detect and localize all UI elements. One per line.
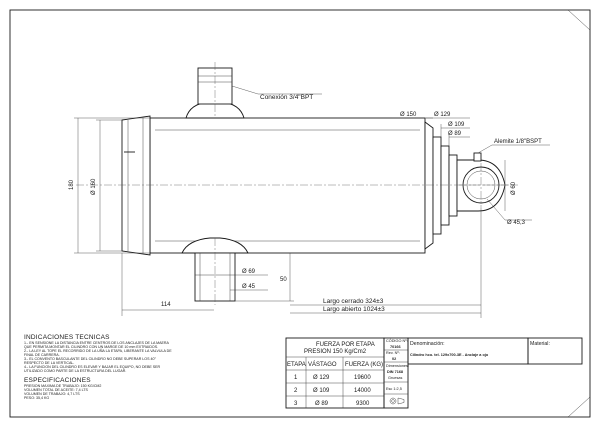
stage-1 xyxy=(432,136,442,235)
force-table-cell: 9300 xyxy=(356,401,370,407)
dim-std-label: Dimensiones: xyxy=(386,364,409,368)
spec-line: PRESION MAXIMA DE TRABAJO: 150 KG/CM2 xyxy=(24,384,101,388)
spec-line: VOLUMEN TOTAL DE ACEITE: 7,4 LTS xyxy=(24,388,89,392)
projection-icon xyxy=(389,397,405,405)
note-line: 3.- EL CONVENTO BASCULANTE DEL CILINDRO … xyxy=(24,357,156,361)
spec-title: ESPECIFICACIONES xyxy=(24,377,91,384)
cylinder-body xyxy=(76,62,520,305)
scale-value: Esc 1:2,5 xyxy=(386,387,402,391)
grease-fitting xyxy=(473,152,482,162)
force-table-cell: 14000 xyxy=(354,388,371,394)
force-table-header: VÁSTAGO xyxy=(308,361,337,368)
material-box xyxy=(527,337,583,365)
title-block: CÓDIGO Nº: 70166 Rev. Nº: 02 Dimensiones… xyxy=(383,337,583,409)
denominacion-label: Denominación: xyxy=(410,341,445,347)
note-line: 1.- EN SENSIONE LA DISTANCIA ENTRE CENTR… xyxy=(24,341,170,345)
head-gland xyxy=(424,121,434,250)
class-value: Gruesas xyxy=(388,376,402,380)
spec-line: PESO: 35,4 KG xyxy=(24,396,49,400)
cylinder-tube xyxy=(149,117,426,254)
dim-45-3-label: Ø 45,3 xyxy=(507,220,526,226)
frame-corner-bottom xyxy=(567,396,591,418)
end-cap xyxy=(121,115,151,256)
technical-notes: INDICACIONES TECNICAS 1.- EN SENSIONE LA… xyxy=(24,334,172,400)
force-table-cell: Ø 89 xyxy=(315,401,329,407)
dim-160-label: Ø 160 xyxy=(91,178,97,195)
force-table-cell: 19600 xyxy=(354,375,371,381)
material-label: Material: xyxy=(530,341,550,347)
dim-150-label: Ø 150 xyxy=(400,112,417,118)
code-box xyxy=(383,337,409,409)
dim-60-label: Ø 60 xyxy=(511,181,517,195)
drawing-frame xyxy=(9,9,591,418)
force-table-title-1: FUERZA POR ETAPA xyxy=(316,342,375,348)
note-line: QUE PERMITA MONTAR EL CILINDRO CON UN MA… xyxy=(24,345,158,349)
conexion-leader xyxy=(231,85,259,95)
denominacion-value: Cilindro hco. tel. 129x700-3E - Anclaje … xyxy=(410,353,489,357)
dim-69-label: Ø 69 xyxy=(242,269,256,275)
frame-corner-top xyxy=(567,9,591,31)
dim-129-label: Ø 129 xyxy=(434,112,451,118)
dim-109-label: Ø 109 xyxy=(448,122,465,128)
note-line: FINAL DE CARRERA. xyxy=(24,353,60,357)
alemite-label: Alemite 1/8"BSPT xyxy=(494,139,542,145)
force-table-cell: 1 xyxy=(294,375,298,381)
force-table-title-2: PRESION 150 Kg/Cm2 xyxy=(304,349,367,355)
dim-closed-label: Largo cerrado 324±3 xyxy=(323,298,384,305)
force-table-cell: 3 xyxy=(294,401,298,407)
force-table-cell: Ø 129 xyxy=(313,375,330,381)
dim-45-label: Ø 45 xyxy=(242,284,256,290)
note-line: UTILIZADO COMO PARTE DE LA ESTRUCTURA DE… xyxy=(24,369,126,373)
notes-title: INDICACIONES TECNICAS xyxy=(24,334,110,341)
dimensions: 180 Ø 160 114 Ø 69 Ø 45 50 Largo cerrado… xyxy=(69,85,550,318)
code-label: CÓDIGO Nº: xyxy=(386,338,408,343)
dim-50-label: 50 xyxy=(280,277,287,283)
force-table: FUERZA POR ETAPA PRESION 150 Kg/Cm2 ETAP… xyxy=(285,337,385,409)
force-table-cell: Ø 109 xyxy=(313,388,330,394)
dim-89-label: Ø 89 xyxy=(448,131,462,137)
dim-std-value: DIN 7168 xyxy=(387,370,403,374)
note-line: 2.- LA LEY AL TOPE EL RECORRIDO DE LA UÑ… xyxy=(24,348,172,353)
rev-value: 02 xyxy=(392,357,396,361)
note-line: 4.- LA FUNCION DEL CILINDRO ES ELEVAR Y … xyxy=(24,365,161,369)
conexion-label: Conexión 3/4"BPT xyxy=(260,94,313,101)
force-table-header: ETAPA xyxy=(287,362,306,368)
force-table-header: FUERZA (KG) xyxy=(345,362,383,368)
code-value: 70166 xyxy=(390,345,401,349)
note-line: RESPECTO DE LA VERTICAL. xyxy=(24,361,74,365)
alemite-leader xyxy=(477,144,493,154)
dim-open-label: Largo abierto 1024±3 xyxy=(323,306,385,313)
rev-label: Rev. Nº: xyxy=(386,351,400,355)
spec-line: VOLUMEN DE TRABAJO: 4,7 LTS xyxy=(24,392,80,396)
stage-3 xyxy=(448,154,458,217)
force-table-cell: 2 xyxy=(294,388,298,394)
dim-45-3-leader xyxy=(486,198,506,221)
dim-114-label: 114 xyxy=(161,302,171,308)
dim-180-label: 180 xyxy=(69,179,75,190)
stage-2 xyxy=(440,145,450,226)
